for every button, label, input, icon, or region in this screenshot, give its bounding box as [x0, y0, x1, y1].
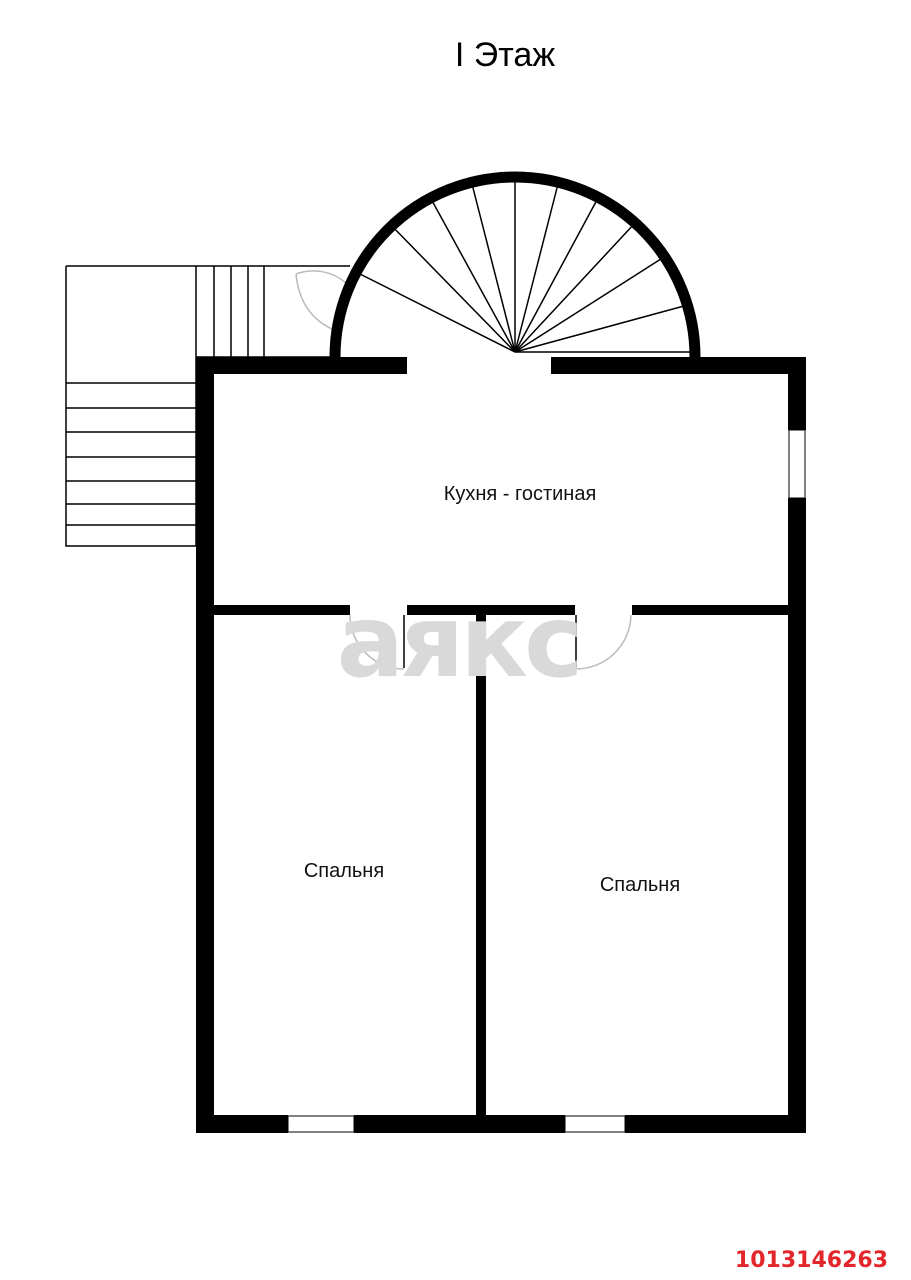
- wall-right-upper: [788, 357, 806, 430]
- watermark: аякс: [337, 583, 580, 700]
- listing-id: 1013146263: [735, 1248, 888, 1273]
- wall-mid-c: [632, 605, 788, 615]
- wall-bottom-right: [625, 1115, 806, 1133]
- windows: [287, 429, 806, 1133]
- window-bottom-right: [564, 1115, 626, 1133]
- outer-walls: [196, 357, 806, 1133]
- window-bottom-left: [287, 1115, 355, 1133]
- door-left: [349, 614, 405, 670]
- wall-bottom-left: [196, 1115, 288, 1133]
- spiral-staircase: [329, 171, 701, 358]
- wall-mid-b: [407, 605, 575, 615]
- wall-top-left: [196, 357, 407, 374]
- outdoor-staircase: [65, 265, 350, 547]
- wall-left: [196, 357, 214, 1133]
- wall-partition: [476, 605, 486, 1115]
- room-label-bedroom-left: Спальня: [304, 860, 384, 882]
- door-right: [575, 614, 632, 670]
- interior-walls: [214, 605, 788, 1115]
- wall-bottom-mid: [354, 1115, 565, 1133]
- wall-mid-a: [214, 605, 350, 615]
- room-label-living: Кухня - гостиная: [444, 483, 597, 505]
- window-right: [788, 429, 806, 499]
- wall-right-lower: [788, 498, 806, 1133]
- room-label-bedroom-right: Спальня: [600, 874, 680, 896]
- wall-top-right: [551, 357, 806, 374]
- floor-title: I Этаж: [455, 36, 555, 74]
